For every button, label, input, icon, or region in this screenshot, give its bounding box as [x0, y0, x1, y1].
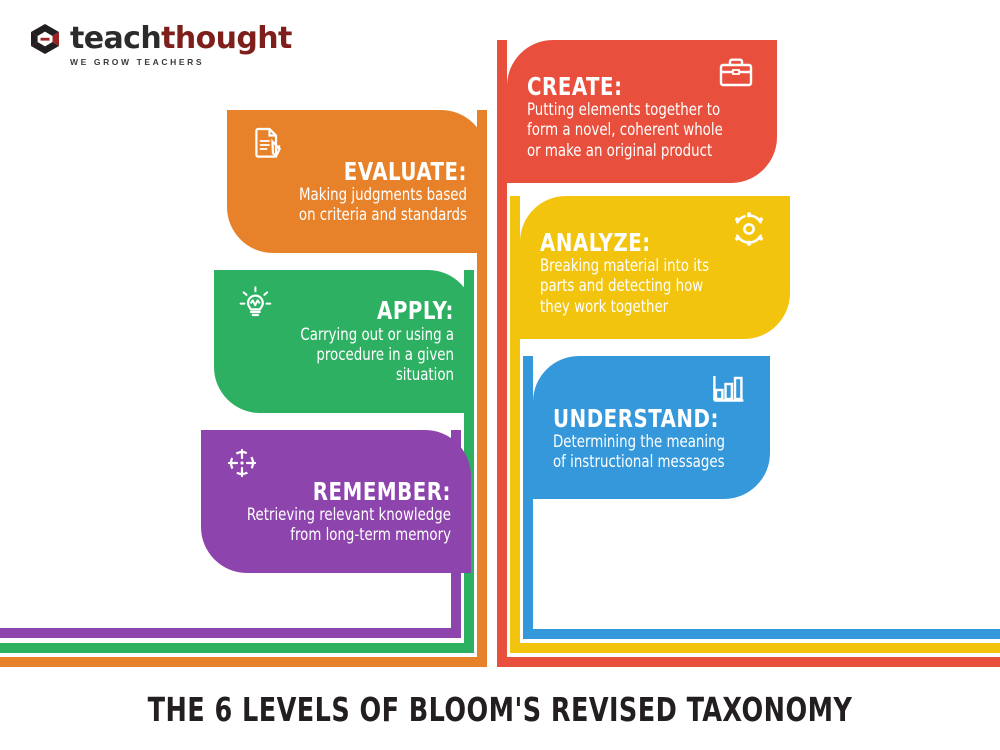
- frame-red: [497, 40, 1000, 667]
- briefcase-icon: [717, 54, 755, 92]
- card-desc-line2: from long-term memory: [290, 524, 451, 544]
- card-desc-line1: Retrieving relevant knowledge: [246, 504, 451, 524]
- level-card-remember[interactable]: REMEMBER: Retrieving relevant knowledge …: [201, 430, 471, 573]
- card-desc-line3: they work together: [540, 296, 669, 316]
- level-card-analyze[interactable]: ANALYZE: Breaking material into its part…: [520, 196, 790, 339]
- card-title: APPLY:: [376, 296, 454, 326]
- card-desc-line2: procedure in a given situation: [316, 344, 454, 384]
- document-pencil-icon: [249, 124, 287, 162]
- logo-word-teach: teach: [70, 21, 162, 56]
- logo-word-thought: thought: [161, 21, 292, 56]
- card-desc-line2: of instructional messages: [553, 452, 725, 472]
- card-title: UNDERSTAND:: [553, 404, 719, 433]
- card-title: EVALUATE:: [343, 156, 467, 186]
- card-desc-line1: Breaking material into its: [540, 256, 710, 276]
- card-desc-line3: or make an original product: [527, 140, 713, 160]
- frame-green: [0, 270, 474, 653]
- card-desc-line1: Making judgments based: [299, 184, 467, 204]
- teachthought-logo-mark: [28, 22, 62, 56]
- logo-wordmark: teachthought WE GROW TEACHERS: [70, 21, 292, 68]
- card-desc-line1: Determining the meaning: [553, 432, 726, 452]
- frame-yellow: [510, 196, 1000, 653]
- card-desc-line2: form a novel, coherent whole: [527, 120, 723, 140]
- page-title: THE 6 LEVELS OF BLOOM'S REVISED TAXONOMY: [147, 690, 853, 729]
- card-desc-line2: parts and detecting how: [540, 276, 704, 296]
- card-title: REMEMBER:: [312, 476, 451, 506]
- target-icon: [223, 444, 261, 482]
- logo-tagline: WE GROW TEACHERS: [70, 57, 205, 67]
- card-desc-line2: on criteria and standards: [298, 204, 467, 224]
- level-card-evaluate[interactable]: EVALUATE: Making judgments based on crit…: [227, 110, 487, 253]
- level-card-understand[interactable]: UNDERSTAND: Determining the meaning of i…: [533, 356, 770, 499]
- card-title: ANALYZE:: [540, 228, 651, 257]
- lightbulb-icon: [236, 284, 274, 322]
- gear-icon: [730, 210, 768, 248]
- card-title: CREATE:: [527, 72, 623, 101]
- card-desc-line1: Carrying out or using a: [300, 324, 454, 344]
- level-card-apply[interactable]: APPLY: Carrying out or using a procedure…: [214, 270, 474, 413]
- brand-logo[interactable]: teachthought WE GROW TEACHERS: [28, 22, 292, 67]
- level-card-create[interactable]: CREATE: Putting elements together to for…: [507, 40, 777, 183]
- frame-blue: [523, 356, 1000, 639]
- card-desc-line1: Putting elements together to: [527, 100, 721, 120]
- frame-orange: [0, 110, 487, 667]
- bar-chart-icon: [710, 370, 748, 408]
